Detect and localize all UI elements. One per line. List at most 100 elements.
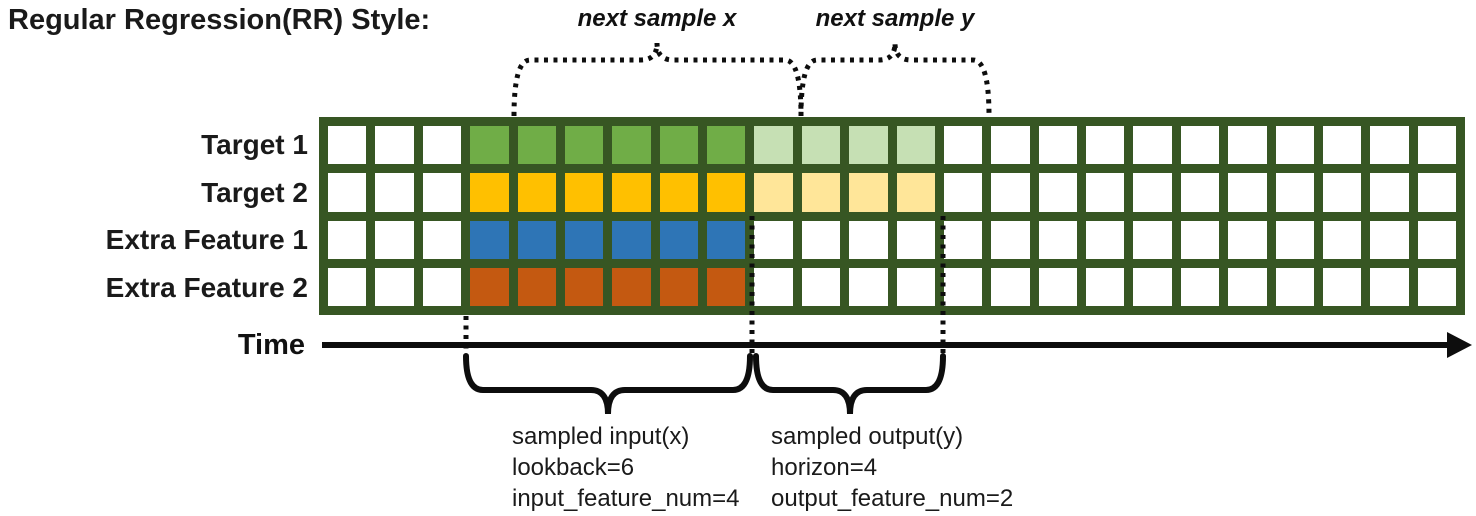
- grid-cell-r2-c18: [1180, 220, 1220, 259]
- time-arrowhead-icon: [1447, 332, 1472, 358]
- grid-cell-r3-c13: [943, 267, 983, 306]
- grid-cell-r3-c11: [849, 267, 888, 306]
- grid-cell-r3-c7: [659, 267, 698, 306]
- grid-cell-r0-c10: [801, 126, 841, 165]
- grid-cell-r3-c23: [1417, 267, 1456, 306]
- grid-cell-r3-c22: [1370, 267, 1409, 306]
- grid-cell-r3-c19: [1228, 267, 1267, 306]
- page-title: Regular Regression(RR) Style:: [8, 4, 431, 36]
- grid-cell-r1-c3: [470, 173, 509, 212]
- grid-cell-r3-c9: [754, 267, 793, 306]
- sampled-output-annotation: sampled output(y) horizon=4 output_featu…: [771, 421, 1013, 514]
- sampled-output-brace: [753, 353, 946, 415]
- sampled-input-title: sampled input(x): [512, 423, 690, 450]
- grid-cell-r2-c19: [1228, 220, 1267, 259]
- grid-cell-r2-c5: [564, 220, 604, 259]
- sample-grid: [319, 117, 1465, 315]
- grid-cell-r0-c22: [1370, 126, 1409, 165]
- grid-cell-r3-c3: [470, 267, 509, 306]
- grid-cell-r3-c21: [1322, 267, 1362, 306]
- grid-cell-r0-c16: [1086, 126, 1125, 165]
- grid-cell-r3-c17: [1133, 267, 1172, 306]
- grid-cell-r3-c15: [1038, 267, 1077, 306]
- grid-cell-r1-c22: [1370, 173, 1409, 212]
- grid-cell-r1-c8: [707, 173, 746, 212]
- grid-cell-r1-c1: [375, 173, 414, 212]
- grid-cell-r0-c6: [612, 126, 651, 165]
- grid-cell-r2-c0: [328, 220, 367, 259]
- next-sample-x-brace: [511, 42, 804, 117]
- grid-cell-r2-c17: [1133, 220, 1172, 259]
- grid-cell-r2-c11: [849, 220, 888, 259]
- row-label-extra-feature-1: Extra Feature 1: [105, 224, 308, 255]
- grid-cell-r0-c19: [1228, 126, 1267, 165]
- grid-cell-r3-c0: [328, 267, 367, 306]
- grid-cell-r2-c1: [375, 220, 414, 259]
- grid-cell-r1-c16: [1086, 173, 1125, 212]
- grid-cell-r1-c9: [754, 173, 793, 212]
- horizon-value: horizon=4: [771, 454, 878, 481]
- next-sample-y-label: next sample y: [815, 5, 975, 32]
- grid-cell-r0-c20: [1275, 126, 1314, 165]
- grid-cell-r1-c14: [991, 173, 1030, 212]
- grid-cell-r3-c14: [991, 267, 1030, 306]
- grid-cell-r3-c5: [564, 267, 604, 306]
- grid-cell-r3-c8: [707, 267, 746, 306]
- grid-cell-r0-c9: [754, 126, 793, 165]
- sampled-input-annotation: sampled input(x) lookback=6 input_featur…: [512, 421, 740, 514]
- grid-cell-r2-c8: [707, 220, 746, 259]
- grid-cell-r2-c2: [422, 220, 462, 259]
- grid-cell-r3-c2: [422, 267, 462, 306]
- grid-cell-r2-c7: [659, 220, 698, 259]
- grid-cell-r1-c6: [612, 173, 651, 212]
- grid-cell-r1-c11: [849, 173, 888, 212]
- grid-cell-r1-c23: [1417, 173, 1456, 212]
- grid-cell-r0-c18: [1180, 126, 1220, 165]
- grid-cell-r0-c11: [849, 126, 888, 165]
- input-feature-num-value: input_feature_num=4: [512, 485, 740, 512]
- grid-cell-r3-c16: [1086, 267, 1125, 306]
- grid-cell-r2-c20: [1275, 220, 1314, 259]
- next-sample-x-label: next sample x: [577, 5, 737, 32]
- grid-cell-r1-c4: [517, 173, 556, 212]
- grid-cell-r1-c18: [1180, 173, 1220, 212]
- grid-cell-r1-c12: [896, 173, 935, 212]
- next-sample-y-brace: [798, 42, 992, 117]
- grid-cell-r2-c14: [991, 220, 1030, 259]
- grid-cell-r0-c2: [422, 126, 462, 165]
- grid-cell-r3-c12: [896, 267, 935, 306]
- grid-cell-r1-c2: [422, 173, 462, 212]
- grid-cell-r2-c3: [470, 220, 509, 259]
- row-label-target-1: Target 1: [201, 129, 308, 160]
- sampled-input-brace: [463, 353, 753, 415]
- grid-cell-r2-c12: [896, 220, 935, 259]
- grid-cell-r0-c21: [1322, 126, 1362, 165]
- grid-cell-r0-c14: [991, 126, 1030, 165]
- grid-cell-r2-c9: [754, 220, 793, 259]
- grid-cell-r2-c22: [1370, 220, 1409, 259]
- grid-cell-r0-c5: [564, 126, 604, 165]
- grid-cell-r0-c4: [517, 126, 556, 165]
- grid-cell-r1-c19: [1228, 173, 1267, 212]
- row-label-target-2: Target 2: [201, 177, 308, 208]
- grid-cell-r2-c4: [517, 220, 556, 259]
- sampled-output-title: sampled output(y): [771, 423, 964, 450]
- grid-cell-r3-c4: [517, 267, 556, 306]
- grid-cell-r3-c18: [1180, 267, 1220, 306]
- grid-cell-r0-c23: [1417, 126, 1456, 165]
- grid-cell-r3-c6: [612, 267, 651, 306]
- grid-cell-r0-c12: [896, 126, 935, 165]
- row-label-extra-feature-2: Extra Feature 2: [105, 272, 308, 303]
- grid-cell-r2-c16: [1086, 220, 1125, 259]
- grid-cell-r3-c20: [1275, 267, 1314, 306]
- grid-cell-r1-c5: [564, 173, 604, 212]
- grid-cell-r2-c15: [1038, 220, 1077, 259]
- grid-cell-r1-c15: [1038, 173, 1077, 212]
- grid-cell-r2-c6: [612, 220, 651, 259]
- grid-cell-r2-c23: [1417, 220, 1456, 259]
- grid-cell-r0-c7: [659, 126, 698, 165]
- grid-cell-r0-c15: [1038, 126, 1077, 165]
- grid-cell-r3-c1: [375, 267, 414, 306]
- grid-cell-r1-c7: [659, 173, 698, 212]
- grid-cell-r1-c13: [943, 173, 983, 212]
